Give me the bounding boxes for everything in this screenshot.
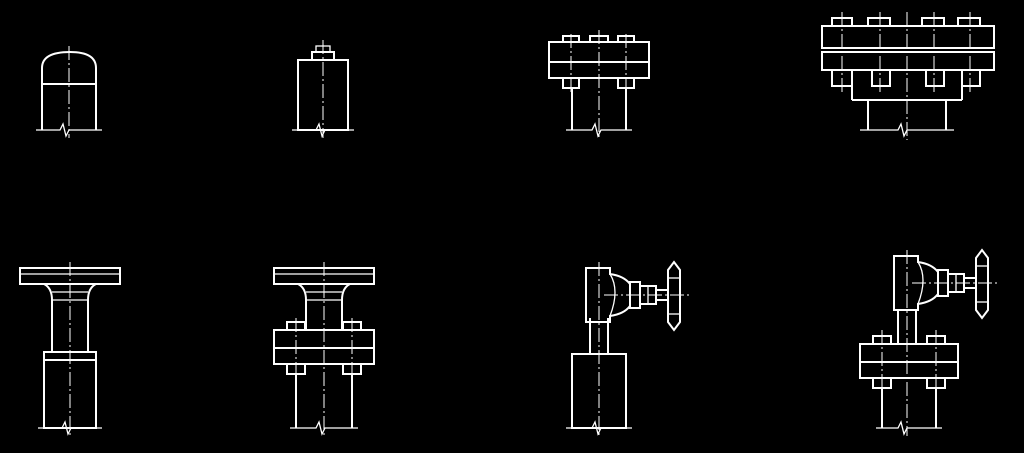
flanged-riser-on-sleeve xyxy=(19,262,121,436)
angle-valve-with-handwheel xyxy=(566,260,690,436)
dome-end-cap xyxy=(36,46,102,138)
angle-valve-on-bolted-flange xyxy=(859,248,998,436)
double-bolted-flange-joint xyxy=(821,12,995,140)
flanged-riser-with-bolted-flange xyxy=(273,262,375,436)
bolted-flange-joint xyxy=(548,30,650,140)
plug-with-nut xyxy=(292,40,354,138)
